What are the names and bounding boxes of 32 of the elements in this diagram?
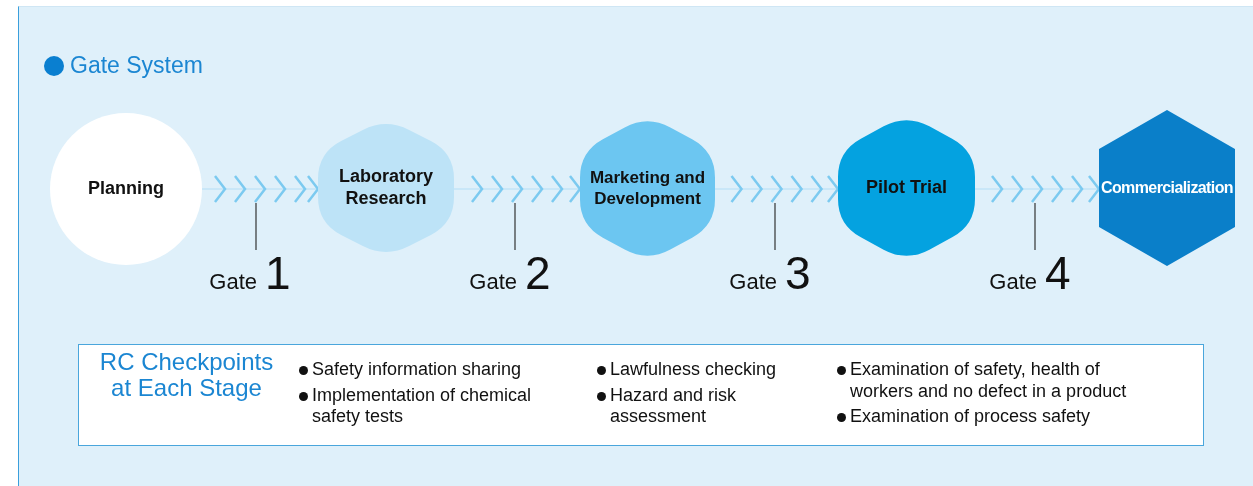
gate-label: Gate xyxy=(729,269,778,295)
chevron-arrow xyxy=(974,175,1100,203)
panel-heading: RC Checkpoints at Each Stage xyxy=(99,349,274,401)
leader-line xyxy=(255,202,257,251)
leader-line xyxy=(514,202,516,251)
chevron-arrow xyxy=(453,175,581,203)
stage-label: Commercialization xyxy=(1100,178,1234,198)
checkpoint-item: Examination of safety, health of workers and no defect in a product xyxy=(837,359,1167,403)
gate-number: 1 xyxy=(265,250,291,296)
leader-line xyxy=(774,202,776,251)
gate-number: 4 xyxy=(1045,250,1071,296)
checkpoint-item: Examination of process safety xyxy=(837,406,1167,428)
checkpoint-item: Safety information sharing xyxy=(299,359,574,381)
gate-number: 2 xyxy=(525,250,551,296)
gate-label: Gate xyxy=(469,269,518,295)
chevron-arrow xyxy=(714,175,839,203)
stage-hexagon xyxy=(1099,110,1235,266)
checkpoint-item: Lawfulness checking xyxy=(597,359,817,381)
leader-line xyxy=(1034,202,1036,251)
checkpoints-panel xyxy=(78,344,1204,446)
stage-label: Planning xyxy=(88,178,164,200)
gate-label: Gate xyxy=(989,269,1038,295)
stage-label: Pilot Trial xyxy=(866,177,947,199)
section-title: Gate System xyxy=(70,52,203,79)
checkpoint-item: Hazard and risk assessment xyxy=(597,384,817,428)
stage-label: Laboratory Research xyxy=(338,166,434,210)
checkpoint-item: Implementation of chemical safety tests xyxy=(299,384,574,428)
gate-label: Gate xyxy=(209,269,258,295)
stage-circle xyxy=(50,113,202,265)
gate-number: 3 xyxy=(785,250,811,296)
stage-label: Marketing and Development xyxy=(588,168,707,209)
chevron-arrow xyxy=(201,175,319,203)
